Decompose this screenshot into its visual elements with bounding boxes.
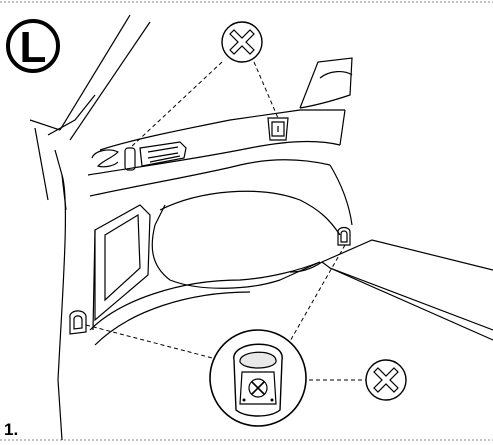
side-handle-area xyxy=(91,141,187,171)
leader-lines xyxy=(85,61,370,381)
storage-pocket xyxy=(92,204,151,331)
loading-floor xyxy=(289,239,493,341)
anchor-ring-detail xyxy=(209,329,307,427)
no-entry-x-icon xyxy=(221,21,263,63)
step-number-label: 1. xyxy=(4,420,19,439)
position-badge: L xyxy=(6,19,60,73)
no-entry-x-icon xyxy=(365,359,407,401)
right-lashing-eye xyxy=(337,226,351,246)
badge-letter: L xyxy=(20,23,47,72)
left-lashing-eye xyxy=(69,310,87,335)
side-panel xyxy=(57,57,353,441)
upper-hook xyxy=(267,117,289,141)
